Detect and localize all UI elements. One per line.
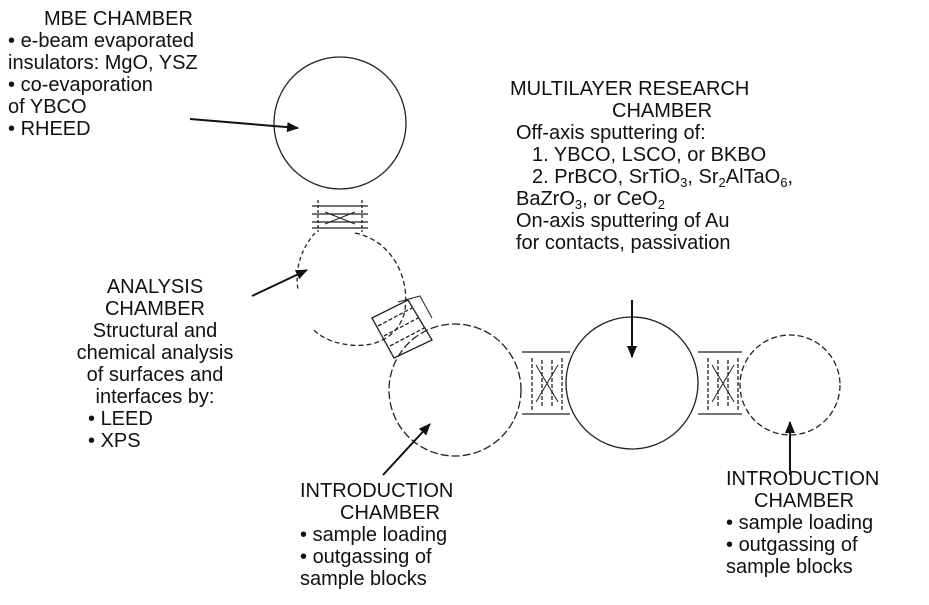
analysis-intro-valve xyxy=(371,295,433,359)
analysis-title: CHAMBER xyxy=(104,298,205,320)
analysis-bullet: XPS xyxy=(60,430,250,452)
intro-left-title: CHAMBER xyxy=(340,502,441,524)
analysis-chamber-label: ANALYSIS CHAMBER Structural and chemical… xyxy=(60,276,250,452)
analysis-arrow xyxy=(251,269,308,297)
intro-multilayer-valve xyxy=(522,351,570,415)
multilayer-chamber-label: MULTILAYER RESEARCH CHAMBER Off-axis spu… xyxy=(510,78,793,254)
intro-right-chamber-label: INTRODUCTION CHAMBER sample loading outg… xyxy=(726,468,879,578)
multilayer-line: BaZrO3, or CeO2 xyxy=(516,188,665,212)
intro-left-arrow xyxy=(382,423,431,476)
multilayer-line: Off-axis sputtering of: xyxy=(516,122,706,144)
mbe-title: MBE CHAMBER xyxy=(44,8,193,30)
mbe-line: RHEED xyxy=(8,118,198,140)
intro-right-bullet: outgassing of xyxy=(726,534,879,556)
multilayer-line: 1. YBCO, LSCO, or BKBO xyxy=(532,144,767,166)
mbe-line: of YBCO xyxy=(8,96,87,118)
intro-right-title: CHAMBER xyxy=(754,490,855,512)
multilayer-title: CHAMBER xyxy=(612,100,713,122)
mbe-line: e-beam evaporated xyxy=(8,30,198,52)
multilayer-line: for contacts, passivation xyxy=(516,232,731,254)
mbe-line: co-evaporation xyxy=(8,74,198,96)
intro-left-bullet: outgassing of xyxy=(300,546,453,568)
analysis-bullet: LEED xyxy=(60,408,250,430)
mbe-line: insulators: MgO, YSZ xyxy=(8,52,198,74)
intro-right-title: INTRODUCTION xyxy=(726,468,880,490)
analysis-title: ANALYSIS xyxy=(106,276,204,298)
multilayer-line: 2. PrBCO, SrTiO3, Sr2AlTaO6, xyxy=(532,166,794,190)
analysis-chamber-sphere xyxy=(311,232,407,347)
intro-right-chamber-sphere xyxy=(739,334,841,436)
intro-left-chamber-label: INTRODUCTION CHAMBER sample loading outg… xyxy=(300,480,453,590)
intro-left-tail: sample blocks xyxy=(300,568,427,590)
analysis-line: of surfaces and xyxy=(86,364,224,386)
mbe-chamber-label: MBE CHAMBER e-beam evaporated insulators… xyxy=(8,8,198,140)
analysis-line: Structural and xyxy=(92,320,218,342)
mbe-arrow xyxy=(189,118,299,133)
intro-right-tail: sample blocks xyxy=(726,556,853,578)
multilayer-title: MULTILAYER RESEARCH xyxy=(510,78,750,100)
intro-left-chamber-sphere xyxy=(388,323,522,457)
intro-left-bullet: sample loading xyxy=(300,524,453,546)
multilayer-line: On-axis sputtering of Au xyxy=(516,210,730,232)
analysis-line: interfaces by: xyxy=(95,386,215,408)
intro-left-title: INTRODUCTION xyxy=(300,480,454,502)
analysis-line: chemical analysis xyxy=(76,342,234,364)
intro-right-bullet: sample loading xyxy=(726,512,879,534)
multilayer-intro-valve xyxy=(698,351,742,415)
mbe-chamber-sphere xyxy=(273,56,407,190)
mbe-analysis-valve xyxy=(312,200,368,232)
